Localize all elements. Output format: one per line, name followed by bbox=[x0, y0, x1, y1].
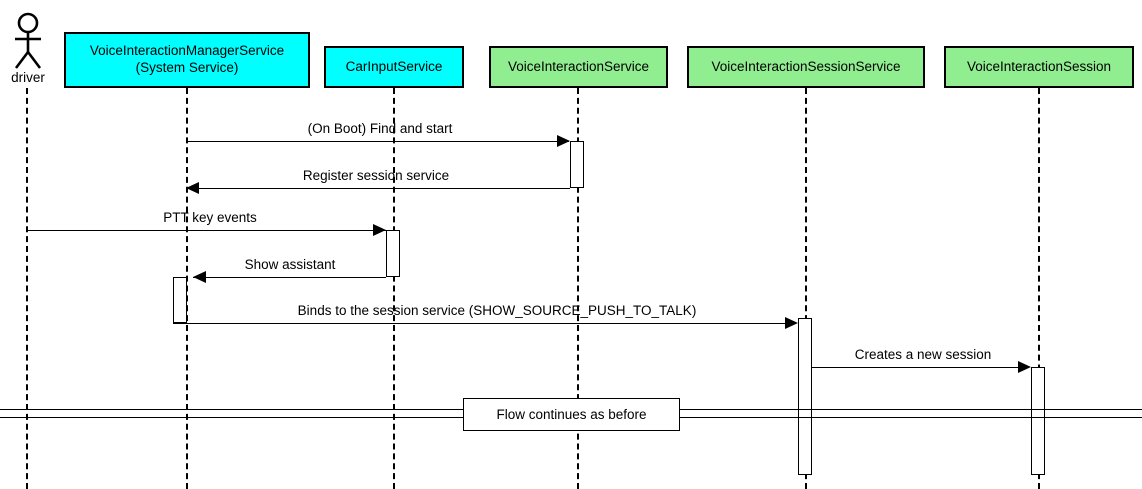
message-line-on-boot-find-and-start bbox=[186, 141, 569, 142]
message-line-register-session-service bbox=[186, 188, 570, 189]
message-label-ptt-key-events: PTT key events bbox=[163, 210, 257, 225]
message-arrowhead-show-assistant bbox=[193, 271, 206, 283]
participant-label-line1: VoiceInteractionSession bbox=[966, 58, 1112, 74]
participant-voiceinteractionsessionservice[interactable]: VoiceInteractionSessionService bbox=[687, 46, 925, 88]
participant-label-line1: VoiceInteractionService bbox=[507, 58, 650, 74]
lifeline-vims bbox=[186, 88, 188, 489]
stick-figure-actor-icon bbox=[14, 12, 42, 69]
activation-bar-voiceinteractionservice bbox=[570, 141, 584, 188]
participant-voiceinteractionservice[interactable]: VoiceInteractionService bbox=[489, 46, 668, 88]
participant-label-line1: VoiceInteractionSessionService bbox=[711, 58, 901, 74]
participant-carinputservice[interactable]: CarInputService bbox=[324, 46, 464, 88]
participant-label-line1: VoiceInteractionManagerService bbox=[89, 43, 285, 59]
divider-rule-bottom-right bbox=[680, 417, 1142, 418]
lifeline-driver bbox=[26, 88, 28, 489]
divider-rule-bottom-left bbox=[0, 417, 463, 418]
lifeline-session bbox=[1038, 88, 1040, 489]
activation-bar-voiceinteractionmanagerservice bbox=[173, 277, 187, 323]
divider-note-flow-continues: Flow continues as before bbox=[463, 398, 680, 431]
message-arrowhead-ptt-key-events bbox=[373, 224, 386, 236]
message-arrowhead-on-boot-find-and-start bbox=[557, 135, 570, 147]
message-label-on-boot-find-and-start: (On Boot) Find and start bbox=[307, 121, 453, 136]
activation-bar-voiceinteractionsessionservice bbox=[798, 318, 812, 475]
lifeline-viss bbox=[805, 88, 807, 489]
activation-bar-carinputservice bbox=[386, 230, 400, 277]
message-label-register-session-service: Register session service bbox=[302, 168, 450, 183]
participant-voiceinteractionmanagerservice[interactable]: VoiceInteractionManagerService (System S… bbox=[64, 32, 310, 88]
actor-driver-label: driver bbox=[11, 70, 45, 85]
participant-label-line2: (System Service) bbox=[135, 60, 239, 75]
message-label-creates-a-new-session: Creates a new session bbox=[854, 347, 992, 362]
lifeline-vis bbox=[577, 88, 579, 489]
message-arrowhead-creates-a-new-session bbox=[1018, 361, 1031, 373]
actor-driver bbox=[10, 12, 46, 70]
participant-label-line1: CarInputService bbox=[345, 58, 443, 74]
divider-note-label: Flow continues as before bbox=[496, 407, 647, 422]
message-label-show-assistant: Show assistant bbox=[244, 257, 336, 272]
message-line-ptt-key-events bbox=[26, 230, 386, 231]
message-line-show-assistant bbox=[193, 277, 386, 278]
participant-voiceinteractionsession[interactable]: VoiceInteractionSession bbox=[944, 46, 1134, 88]
message-arrowhead-register-session-service bbox=[186, 182, 199, 194]
message-line-creates-a-new-session bbox=[812, 367, 1019, 368]
message-label-binds-to-the-session-service: Binds to the session service (SHOW_SOURC… bbox=[297, 303, 697, 318]
divider-rule-top-left bbox=[0, 409, 463, 410]
message-arrowhead-binds-to-the-session-service bbox=[785, 317, 798, 329]
lifeline-cis bbox=[393, 88, 395, 489]
divider-rule-top-right bbox=[680, 409, 1142, 410]
activation-bar-voiceinteractionsession bbox=[1031, 367, 1045, 475]
message-line-binds-to-the-session-service bbox=[173, 323, 785, 324]
